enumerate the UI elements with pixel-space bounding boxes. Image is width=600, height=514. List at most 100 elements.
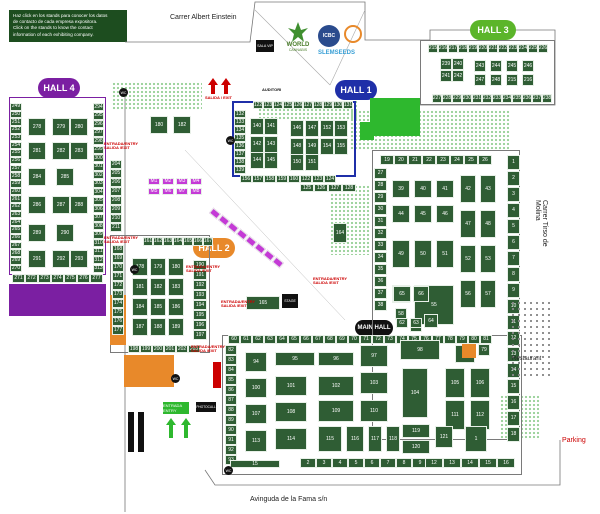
stand-3[interactable]: 3 [507, 187, 520, 202]
stand-180[interactable]: 180 [168, 258, 184, 276]
stand-98[interactable]: 98 [400, 340, 440, 360]
stand-100[interactable]: 100 [245, 378, 267, 398]
stand-159[interactable]: 159 [276, 175, 288, 183]
stand-62[interactable]: 62 [252, 335, 264, 344]
stand-283[interactable]: 283 [70, 142, 88, 160]
stand-1[interactable]: 1 [465, 426, 487, 452]
stand-139[interactable]: 139 [234, 166, 246, 174]
stand-273[interactable]: 273 [38, 274, 51, 283]
stand-224[interactable]: 224 [518, 44, 528, 53]
stand-249[interactable]: 249 [10, 103, 22, 111]
stand-67[interactable]: 67 [312, 335, 324, 344]
stand-219[interactable]: 219 [468, 44, 478, 53]
stand-287[interactable]: 287 [52, 196, 70, 214]
stand-23[interactable]: 23 [436, 155, 450, 165]
stand-312[interactable]: 312 [93, 256, 104, 264]
stand-289[interactable]: 289 [28, 224, 46, 242]
stand-215[interactable]: 215 [506, 74, 518, 86]
stand-127[interactable]: 127 [303, 101, 313, 109]
stand-105[interactable]: 105 [445, 368, 465, 398]
stand-241[interactable]: 241 [440, 70, 452, 82]
stand-40[interactable]: 40 [414, 180, 432, 198]
stand-113[interactable]: 113 [245, 430, 267, 452]
stand-307[interactable]: 307 [93, 213, 104, 222]
stand-198[interactable]: 198 [128, 345, 140, 353]
stand-308[interactable]: 308 [93, 222, 104, 230]
stand-242[interactable]: 242 [452, 70, 464, 82]
stand-217[interactable]: 217 [448, 44, 458, 53]
stand-286[interactable]: 286 [28, 196, 46, 214]
stand-138[interactable]: 138 [234, 158, 246, 166]
stand-7[interactable]: 7 [380, 458, 396, 468]
stand-268[interactable]: 268 [10, 249, 22, 257]
stand-79[interactable]: 79 [478, 344, 490, 356]
stand-16[interactable]: 16 [507, 395, 520, 410]
stand-191[interactable]: 191 [193, 270, 207, 280]
stand-M1[interactable]: M1 [148, 178, 160, 185]
stand-122[interactable]: 122 [253, 101, 263, 109]
stand-66[interactable]: 66 [300, 335, 312, 344]
stand-225[interactable]: 225 [528, 44, 538, 53]
stand-253[interactable]: 253 [10, 133, 22, 142]
stand-294[interactable]: 294 [93, 103, 104, 111]
stand-110[interactable]: 110 [360, 400, 388, 422]
stand-208[interactable]: 208 [110, 196, 122, 205]
stand-108[interactable]: 108 [275, 402, 307, 422]
stand-65[interactable]: 65 [288, 335, 300, 344]
stand-172[interactable]: 172 [112, 281, 124, 290]
stand-143[interactable]: 143 [264, 136, 278, 153]
stand-148[interactable]: 148 [290, 138, 304, 155]
stand-254[interactable]: 254 [10, 141, 22, 149]
stand-157[interactable]: 157 [252, 175, 264, 183]
stand-260[interactable]: 260 [10, 187, 22, 196]
stand-222[interactable]: 222 [498, 44, 508, 53]
stand-197[interactable]: 197 [193, 330, 207, 340]
stand-64[interactable]: 64 [424, 314, 438, 328]
stand-126[interactable]: 126 [314, 184, 328, 192]
stand-278[interactable]: 278 [28, 118, 46, 136]
stand-156[interactable]: 156 [240, 175, 252, 183]
stand-M5[interactable]: M5 [148, 188, 160, 195]
stand-195[interactable]: 195 [193, 310, 207, 320]
stand-292[interactable]: 292 [52, 250, 70, 268]
stand-144[interactable]: 144 [250, 152, 264, 169]
stand-216[interactable]: 216 [522, 74, 534, 86]
stand-158[interactable]: 158 [264, 175, 276, 183]
stand-302[interactable]: 302 [93, 171, 104, 179]
stand-288[interactable]: 288 [70, 196, 88, 214]
stand-309[interactable]: 309 [93, 230, 104, 239]
stand-64[interactable]: 64 [276, 335, 288, 344]
stand-155[interactable]: 155 [334, 138, 348, 155]
stand-17[interactable]: 17 [507, 411, 520, 426]
stand-38[interactable]: 38 [374, 300, 387, 311]
stand-180[interactable]: 180 [150, 116, 168, 134]
stand-104[interactable]: 104 [402, 368, 428, 418]
stand-4[interactable]: 4 [507, 203, 520, 218]
stand-53[interactable]: 53 [480, 245, 496, 273]
stand-6[interactable]: 6 [364, 458, 380, 468]
stand-190[interactable]: 190 [193, 260, 207, 270]
stand-109[interactable]: 109 [318, 400, 354, 422]
stand-107[interactable]: 107 [245, 404, 267, 424]
stand-247[interactable]: 247 [474, 74, 486, 86]
stand-211[interactable]: 211 [110, 223, 122, 232]
stand-42[interactable]: 42 [460, 175, 476, 203]
stand-259[interactable]: 259 [10, 180, 22, 188]
stand-218[interactable]: 218 [458, 44, 468, 53]
stand-196[interactable]: 196 [193, 320, 207, 330]
stand-73[interactable]: 73 [384, 335, 396, 344]
stand-134[interactable]: 134 [234, 126, 246, 134]
stand-125[interactable]: 125 [283, 101, 293, 109]
stand-8[interactable]: 8 [507, 267, 520, 282]
stand-102[interactable]: 102 [318, 376, 354, 396]
stand-269[interactable]: 269 [10, 257, 22, 265]
stand-8[interactable]: 8 [396, 458, 412, 468]
stand-72[interactable]: 72 [372, 335, 384, 344]
stand-118[interactable]: 118 [386, 426, 400, 452]
stand-78[interactable]: 78 [444, 335, 456, 344]
stand-94[interactable]: 94 [245, 352, 267, 372]
stand-121[interactable]: 121 [435, 426, 453, 448]
stand-301[interactable]: 301 [93, 162, 104, 171]
stand-150[interactable]: 150 [290, 154, 304, 171]
stand-274[interactable]: 274 [51, 274, 64, 283]
